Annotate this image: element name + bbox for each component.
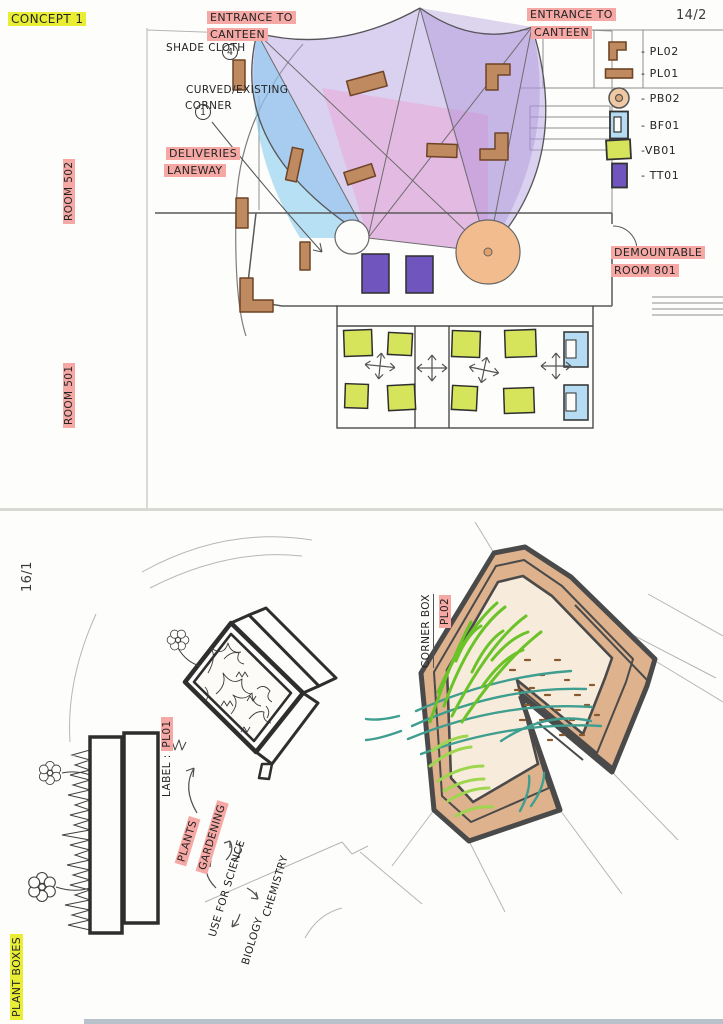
shade-anchor-circle bbox=[334, 219, 370, 255]
room-502-label: ROOM 502 bbox=[62, 158, 77, 224]
page-number-top: 14/2 bbox=[676, 8, 707, 23]
table-square-icon bbox=[604, 138, 634, 162]
green-tables bbox=[342, 328, 538, 415]
flower-icon bbox=[38, 760, 62, 786]
bench-icon bbox=[604, 110, 634, 140]
shade-cloth-wires bbox=[256, 7, 533, 253]
plan-drawing bbox=[146, 7, 723, 509]
side-elevation-planter bbox=[28, 731, 160, 935]
planter-shapes bbox=[232, 59, 511, 313]
shade-cloth-ref: 4 bbox=[222, 44, 238, 60]
flower-icon bbox=[166, 629, 190, 651]
shade-cloth-sails bbox=[252, 8, 546, 252]
page-number-bottom: 16/1 bbox=[20, 561, 35, 592]
deliveries-label-l2: LANEWAY bbox=[164, 163, 226, 178]
curved-corner-label: CURVED/EXISTING bbox=[186, 84, 289, 96]
room-501-label: ROOM 501 bbox=[62, 362, 77, 428]
pl02-label: PL02 bbox=[438, 594, 453, 628]
plant-boxes-title: PLANT BOXES bbox=[9, 933, 24, 1020]
legend-item-tt01: - TT01 bbox=[604, 162, 679, 189]
pl02-sketch bbox=[364, 544, 658, 844]
legend-item-pl02: - PL02 bbox=[604, 40, 679, 62]
legend-item-pb02: - PB02 bbox=[604, 86, 680, 110]
legend-item-bf01: - BF01 bbox=[604, 110, 680, 140]
curved-corner-ref: 1 bbox=[195, 104, 211, 120]
curved-corner-arrow bbox=[211, 121, 323, 253]
sketch-drawing bbox=[28, 521, 723, 939]
blue-benches bbox=[563, 331, 589, 421]
flower-icon bbox=[28, 871, 56, 903]
shade-cloth-edges bbox=[251, 7, 547, 253]
stairs-icon bbox=[529, 105, 611, 151]
canteen-building-lines bbox=[520, 27, 723, 316]
pencil-guides bbox=[69, 521, 723, 939]
legend-item-pl01: - PL01 bbox=[604, 66, 679, 81]
entrance-right-label-l2: CANTEEN bbox=[531, 25, 593, 40]
corner-box-label: CORNER BOX bbox=[420, 594, 434, 668]
purple-tables bbox=[361, 253, 434, 294]
plant-scribbles bbox=[204, 642, 273, 733]
classroom-walls bbox=[336, 305, 594, 429]
lime-grass bbox=[428, 601, 543, 724]
demountable-label: DEMOUNTABLE bbox=[611, 245, 706, 260]
demountable-label-l2: ROOM 801 bbox=[611, 263, 680, 278]
concept-title: CONCEPT 1 bbox=[8, 12, 87, 27]
legend-item-vb01: -VB01 bbox=[604, 138, 676, 162]
pl01-sketch bbox=[166, 606, 338, 781]
deliveries-label: DELIVERIES bbox=[166, 146, 241, 161]
entrance-left-label-l2: CANTEEN bbox=[207, 27, 269, 42]
round-planter-icon bbox=[604, 86, 634, 110]
light-grass bbox=[428, 734, 495, 818]
l-shape-planter-icon bbox=[604, 40, 634, 62]
label-pl01: LABEL : PL01 bbox=[160, 717, 175, 797]
rect-planter-icon bbox=[604, 66, 634, 81]
page-seam bbox=[0, 508, 723, 511]
grass-strokes bbox=[61, 749, 92, 931]
entrance-right-label: ENTRANCE TO bbox=[527, 7, 616, 22]
table-tall-icon bbox=[604, 162, 634, 189]
scanner-edge bbox=[84, 1019, 723, 1024]
entrance-left-label: ENTRANCE TO bbox=[207, 10, 296, 25]
